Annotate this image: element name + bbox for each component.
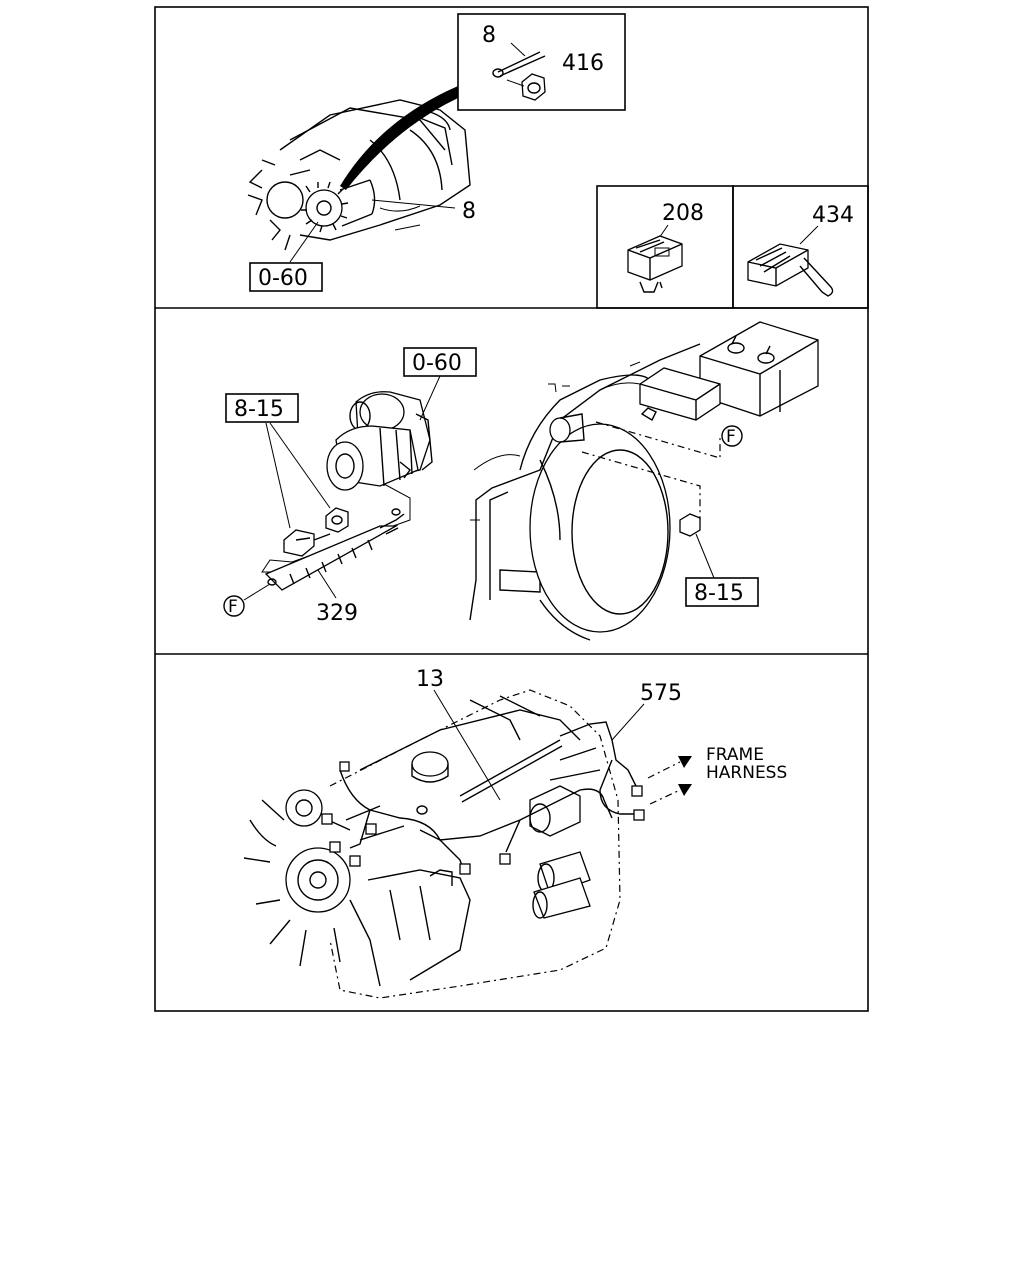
connector-box-434	[732, 185, 869, 309]
frame-harness-label-line2: HARNESS	[706, 763, 787, 783]
circle-f-right-label: F	[726, 427, 736, 447]
ref-box-0-60-mid	[403, 347, 477, 377]
circle-f-right	[721, 425, 743, 447]
harness-connectors	[321, 761, 645, 875]
engine-bottom-drawing	[243, 689, 621, 999]
callout-line-0-60-mid	[419, 375, 441, 421]
middle-section: 0-60 8-15 F 329	[223, 321, 819, 641]
ref-box-8-15-right	[685, 577, 759, 607]
top-section: 8 416 8 0-60 208	[247, 13, 869, 309]
circle-f-left-label: F	[228, 597, 238, 617]
ref-label-8-15-left: 8-15	[234, 397, 284, 422]
harness-rail	[459, 739, 563, 803]
callout-line-434	[799, 225, 819, 245]
callout-line-8	[371, 199, 456, 209]
nut-8-15-right-drawing	[679, 513, 701, 537]
inset-label-416: 416	[562, 51, 604, 76]
inset-bolt-nut-drawing	[492, 42, 546, 101]
starter-bracket-outline	[261, 483, 411, 573]
engine-harness-13-path	[339, 769, 613, 841]
callout-line-13	[433, 689, 501, 801]
connector-434-drawing	[747, 243, 834, 297]
callout-line-575	[611, 703, 645, 741]
chassis-drawing	[469, 321, 819, 641]
starter-motor-drawing	[326, 391, 433, 491]
harness-strip-329-drawing	[264, 508, 405, 591]
connector-208-drawing	[627, 235, 683, 293]
part-label-329: 329	[316, 601, 358, 626]
harness-branch-lines	[327, 809, 521, 873]
frame-harness-arrows	[647, 756, 692, 805]
bottom-section: 13 575 FRAME HARNESS	[243, 667, 787, 999]
part-label-13: 13	[416, 667, 444, 692]
callout-line-8-15-right	[695, 533, 715, 579]
connector-label-208: 208	[662, 201, 704, 226]
callout-label-8: 8	[462, 199, 476, 224]
part-label-575: 575	[640, 681, 682, 706]
frame-harness-label-line1: FRAME	[706, 745, 764, 765]
bolt-nut-drawing	[283, 507, 349, 557]
ref-box-8-15-left	[225, 393, 299, 423]
inset-box	[457, 13, 626, 111]
engine-top-drawing	[247, 99, 471, 251]
circle-f-left	[223, 595, 245, 617]
connector-label-434: 434	[812, 203, 854, 228]
inset-label-8: 8	[482, 23, 496, 48]
ref-label-8-15-right: 8-15	[694, 581, 744, 606]
outer-frame	[154, 6, 869, 1012]
callout-line-8-15-bolt	[265, 422, 291, 529]
ref-label-0-60-mid: 0-60	[412, 351, 462, 376]
dashed-routing-f-right	[581, 421, 721, 520]
ref-box-0-60-top	[249, 262, 323, 292]
callout-line-f-left	[243, 583, 271, 601]
callout-line-329	[317, 569, 337, 599]
inset-pointer-wedge	[340, 86, 458, 190]
ref-label-0-60-top: 0-60	[258, 266, 308, 291]
callout-line-8-15-nut	[269, 422, 331, 509]
callout-line-0-60	[289, 221, 319, 263]
